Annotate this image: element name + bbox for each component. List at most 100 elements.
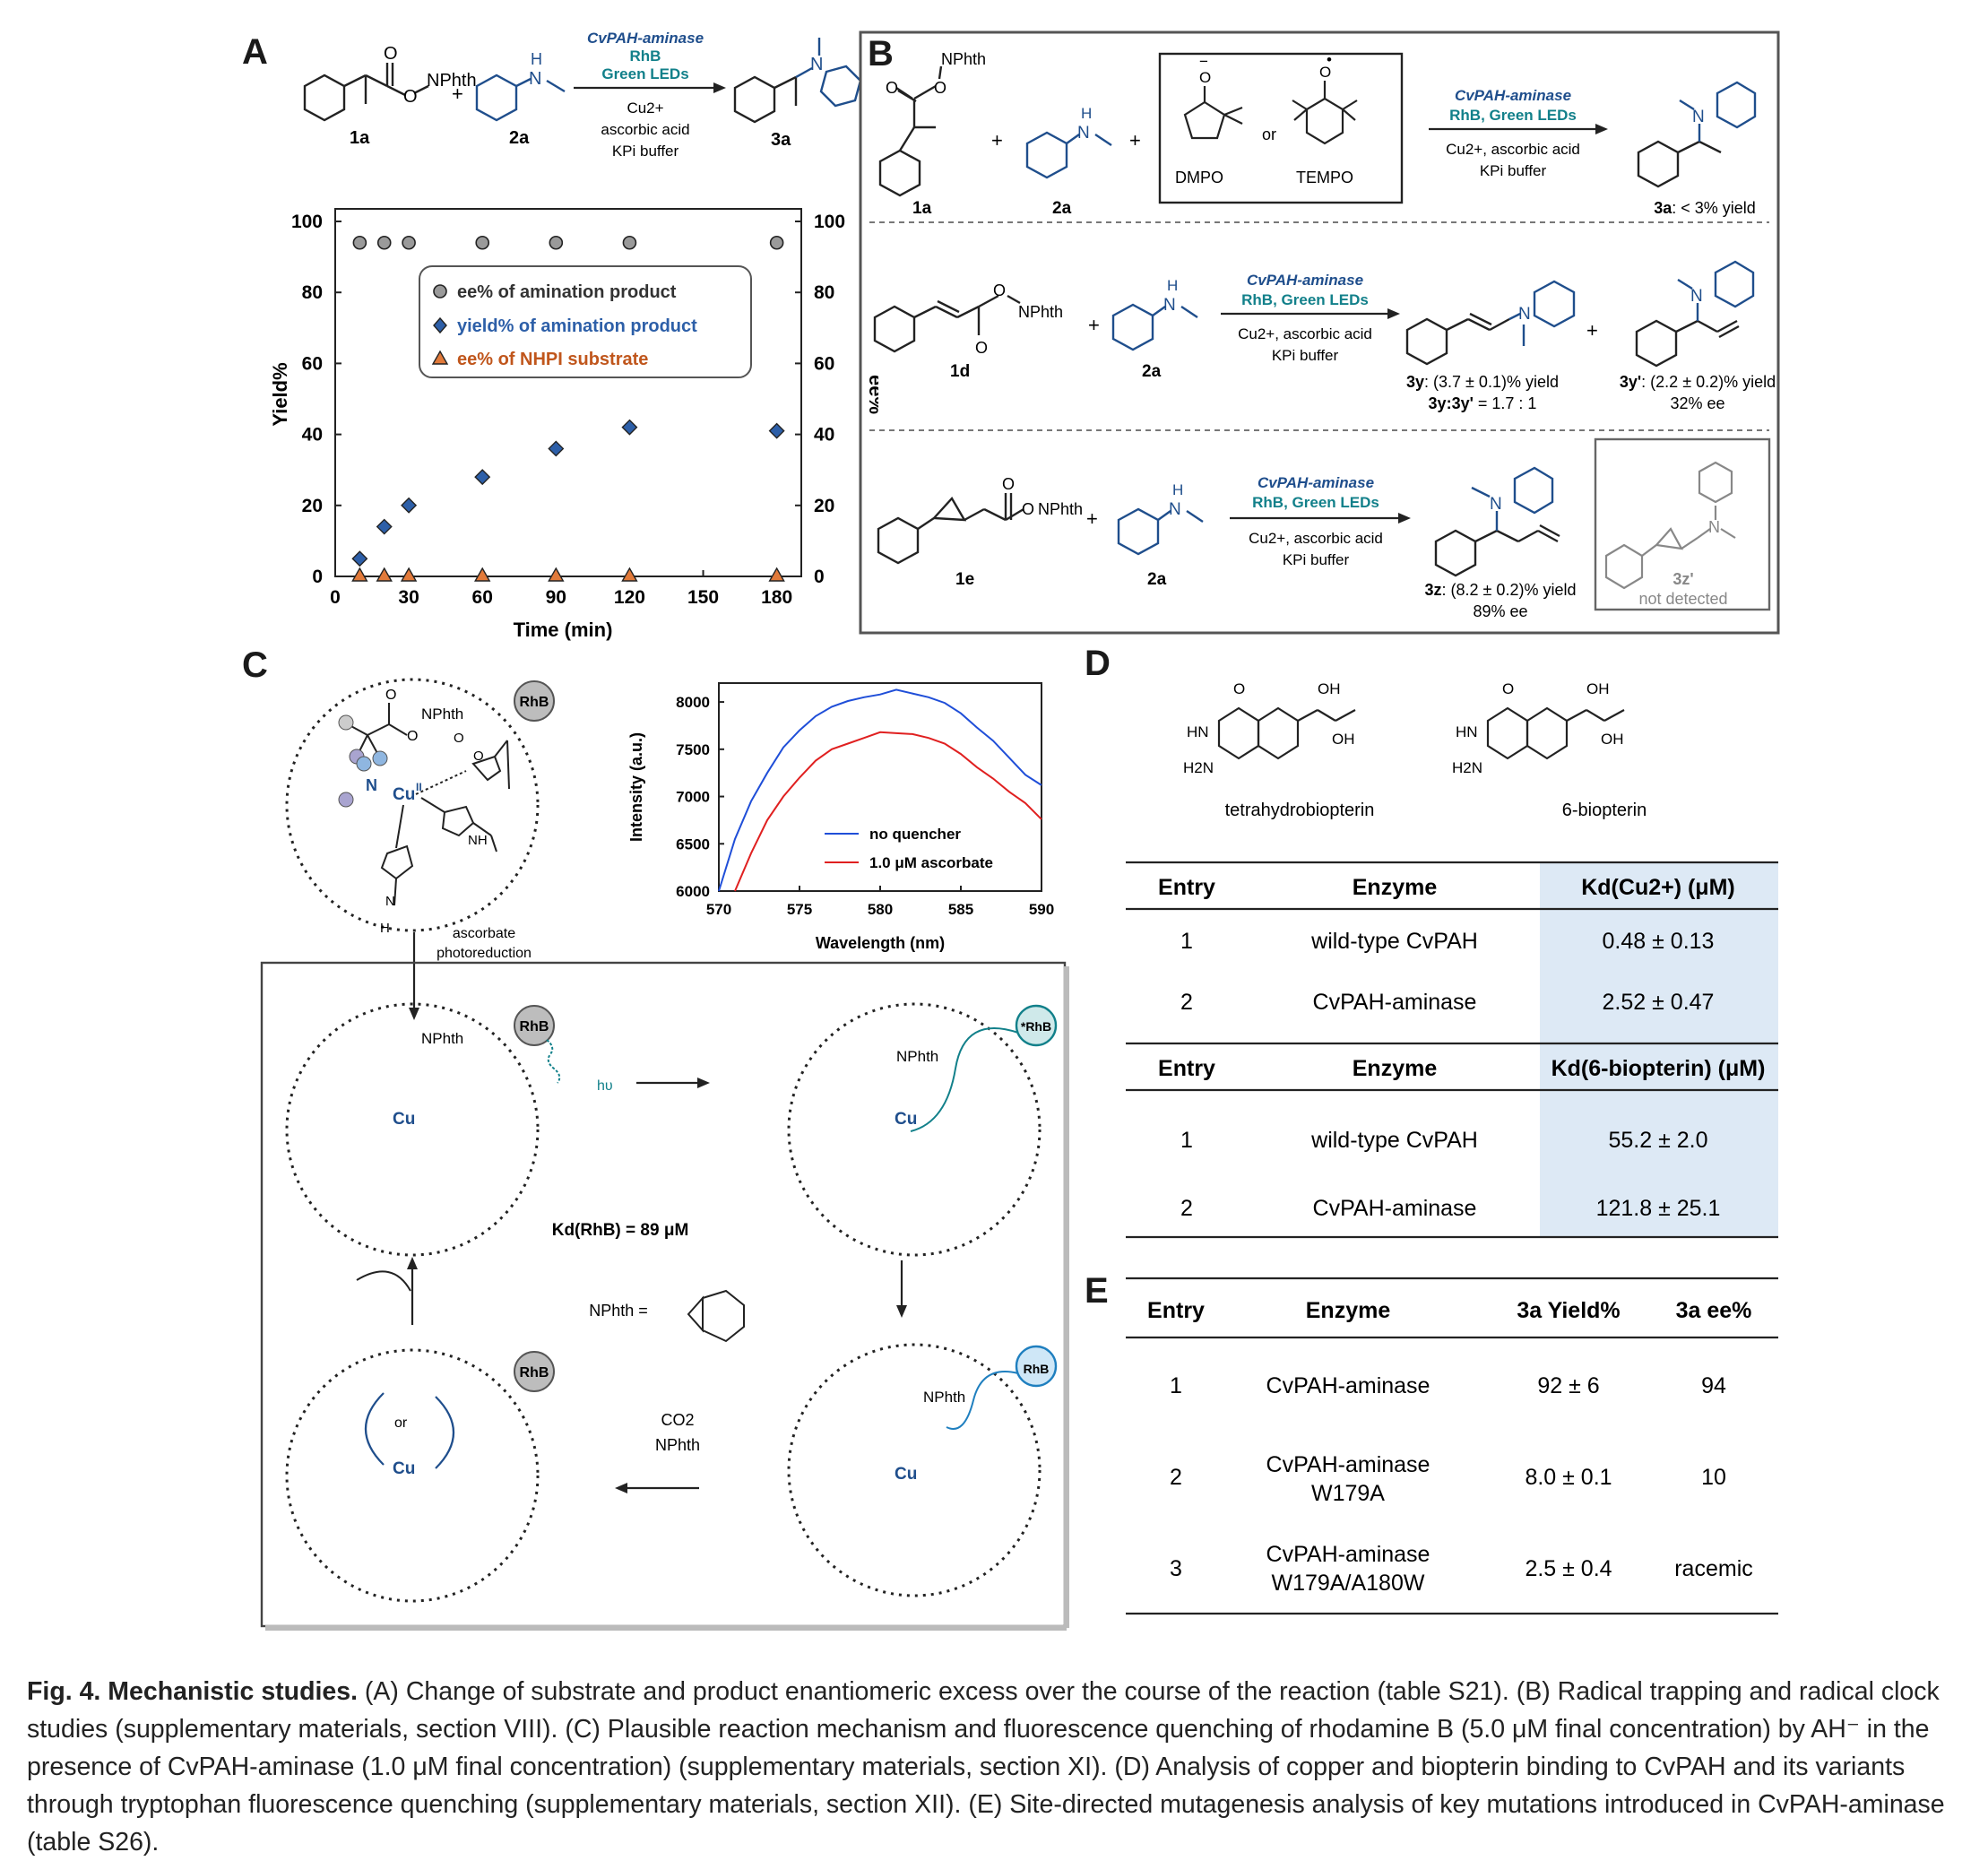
svg-text:H: H	[531, 50, 542, 68]
kd-rhb-label: Kd(RhB) = 89 μM	[552, 1221, 689, 1240]
svg-text:O: O	[1233, 680, 1245, 697]
legend-marker-ee	[433, 284, 447, 299]
svg-text:II: II	[416, 781, 422, 793]
tableE-cell: CvPAH-aminase	[1266, 1452, 1430, 1477]
fluor-line-ascorbate	[734, 731, 1042, 892]
y-tick-label: 20	[302, 496, 323, 516]
fluor-y-tick-label: 8000	[676, 694, 710, 711]
yield-amination-point	[474, 469, 491, 486]
svg-text:Cu: Cu	[895, 1110, 917, 1129]
plus-sign: +	[452, 82, 463, 105]
svg-text:O: O	[454, 731, 464, 746]
tableE-cell: W179A/A180W	[1272, 1571, 1425, 1596]
product-3yp-ee: 32% ee	[1670, 394, 1724, 412]
x-tick-label: 0	[330, 587, 341, 608]
x-tick-label: 30	[398, 587, 419, 608]
ee-amination-point	[622, 235, 637, 250]
fluor-legend-no-quencher: no quencher	[869, 826, 961, 843]
svg-text:Cu: Cu	[393, 1459, 415, 1478]
reagent-buffer: KPi buffer	[612, 143, 679, 160]
tableE-header-entry: Entry	[1147, 1298, 1205, 1323]
reagent-cond1-1: RhB, Green LEDs	[1449, 107, 1577, 124]
tableE-cell: 1	[1170, 1373, 1182, 1398]
reagent-cond1-3: RhB, Green LEDs	[1252, 494, 1379, 511]
nphth-definition: NPhth =	[589, 1302, 648, 1320]
table2-cell: 2	[1180, 1196, 1193, 1221]
ee-amination-point	[769, 235, 784, 250]
svg-text:+: +	[991, 129, 1003, 151]
figure-caption: Fig. 4. Mechanistic studies. (A) Change …	[27, 1673, 1972, 1861]
compound-3a-label: 3a	[771, 130, 791, 150]
panel-label-c: C	[242, 645, 268, 685]
svg-text:H2N: H2N	[1183, 759, 1214, 776]
reagent-light: Green LEDs	[601, 65, 688, 82]
svg-text:RhB: RhB	[520, 1019, 549, 1034]
svg-text:O: O	[993, 281, 1006, 299]
ee-nhpi-point	[474, 567, 491, 582]
enzyme-pocket-5	[285, 1348, 540, 1603]
nphth-label: NPhth	[427, 71, 477, 91]
svg-text:N: N	[529, 69, 541, 89]
compound-1d-label: 1d	[950, 362, 970, 381]
y-tick-label: 0	[312, 567, 323, 587]
svg-text:O: O	[1022, 500, 1034, 518]
caption-text: (A) Change of substrate and product enan…	[27, 1677, 1945, 1857]
kd-shaded-column	[1540, 862, 1778, 1237]
ascorbate-label: ascorbate	[453, 926, 515, 941]
y2-tick-label: 80	[814, 282, 834, 303]
y-tick-label: 60	[302, 353, 323, 374]
fluor-x-tick-label: 580	[868, 901, 893, 918]
reagent-enzyme: CvPAH-aminase	[587, 30, 704, 47]
product-3z-result: 3z: (8.2 ± 0.2)% yield	[1425, 581, 1577, 599]
chart-legend	[419, 265, 752, 378]
svg-text:+: +	[1129, 129, 1141, 151]
svg-text:RhB: RhB	[1024, 1362, 1050, 1376]
tableE-header-ee: 3a ee%	[1676, 1298, 1752, 1323]
hv-label: hυ	[597, 1078, 613, 1094]
tableE-cell: 94	[1701, 1373, 1726, 1398]
svg-text:RhB: RhB	[520, 1365, 549, 1381]
reagent-cond2-1: Cu2+, ascorbic acid	[1446, 141, 1580, 158]
compound-2a-label: 2a	[509, 128, 530, 148]
compound-1e-label: 1e	[955, 570, 974, 589]
svg-text:H: H	[1081, 105, 1092, 122]
svg-text:Cu: Cu	[393, 1110, 415, 1129]
svg-text:H: H	[380, 921, 390, 936]
panel-label-d: D	[1085, 644, 1111, 683]
dmpo-label: DMPO	[1175, 169, 1223, 186]
table1-header-enzyme: Enzyme	[1353, 875, 1438, 900]
svg-text:OH: OH	[1586, 680, 1610, 697]
svg-text:NPhth: NPhth	[896, 1048, 938, 1065]
table1-cell: wild-type CvPAH	[1310, 929, 1478, 954]
svg-text:O: O	[1002, 475, 1015, 493]
table1-cell: 2.52 ± 0.47	[1603, 990, 1715, 1015]
svg-text:N: N	[1077, 124, 1090, 143]
svg-text:N: N	[1518, 305, 1531, 324]
fluor-x-tick-label: 570	[706, 901, 731, 918]
y2-tick-label: 40	[814, 425, 834, 446]
legend-marker-nhpi	[431, 350, 449, 365]
svg-text:•: •	[1327, 51, 1332, 68]
tableE-cell: 3	[1170, 1556, 1182, 1581]
compound-2a-label: 2a	[1052, 199, 1072, 218]
nphth-anion-label: NPhth	[655, 1436, 700, 1454]
or-label-c: or	[394, 1415, 408, 1431]
svg-text:H2N: H2N	[1452, 759, 1482, 776]
compound-3zp-label: 3z'	[1673, 570, 1693, 588]
table1-cell: 0.48 ± 0.13	[1603, 929, 1715, 954]
kd-table: Entry Enzyme Kd(Cu2+) (μM) 1 wild-type C…	[1126, 861, 1778, 1239]
svg-text:Cu: Cu	[393, 785, 415, 804]
x-tick-label: 90	[546, 587, 566, 608]
svg-text:O: O	[975, 339, 988, 357]
svg-text:O: O	[1319, 64, 1331, 81]
benzene-ring-1a	[303, 74, 346, 122]
svg-text:N: N	[366, 776, 377, 794]
svg-text:NPhth: NPhth	[421, 1030, 463, 1047]
svg-text:O: O	[934, 79, 946, 97]
x-tick-label: 120	[614, 587, 645, 608]
tableE-cell: 10	[1701, 1465, 1726, 1490]
fluor-y-tick-label: 7500	[676, 741, 710, 758]
compound-1a-label: 1a	[350, 128, 370, 148]
fluor-x-label: Wavelength (nm)	[816, 934, 945, 952]
